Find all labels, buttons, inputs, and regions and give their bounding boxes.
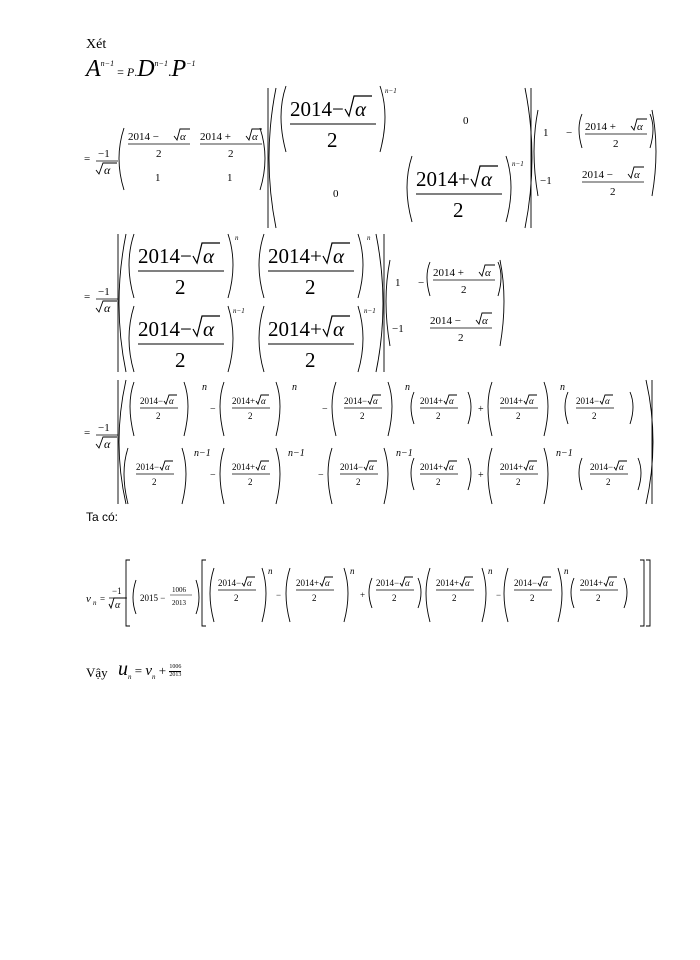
svg-text:−: − bbox=[566, 127, 572, 139]
math-v: v bbox=[86, 593, 91, 605]
math-n: n bbox=[93, 599, 97, 607]
svg-text:+: + bbox=[478, 404, 484, 415]
math-nm1: n−1 bbox=[512, 160, 524, 168]
math-nm1: n−1 bbox=[385, 87, 397, 95]
intro-word: Xét bbox=[86, 37, 107, 52]
math-n: n bbox=[350, 566, 355, 576]
math-n: n bbox=[560, 382, 565, 393]
consider-word: Ta có: bbox=[86, 510, 119, 524]
conclusion-word: Vậy bbox=[86, 665, 108, 680]
sym-u: u bbox=[118, 658, 128, 680]
math-m1: −1 bbox=[112, 586, 122, 596]
math-nm1: n−1 bbox=[364, 307, 376, 315]
equation-1: 1 1 n−1 0 0 n−1 1 − −1 bbox=[83, 85, 657, 229]
frac-den: 2013 bbox=[169, 671, 182, 678]
equation-2: n n n−1 n−1 1 − −1 bbox=[83, 233, 505, 373]
math-n: n bbox=[268, 566, 273, 576]
equation-3: n − n − n + n n−1 − bbox=[83, 379, 654, 505]
math-m1: −1 bbox=[540, 175, 552, 187]
math-n: n bbox=[405, 382, 410, 393]
conclusion-formula: un = vn + 1006 2013 bbox=[118, 658, 182, 682]
math-year2: 2015 bbox=[140, 593, 159, 603]
math-nm1: n−1 bbox=[556, 448, 573, 459]
math-one: 1 bbox=[395, 277, 401, 289]
math-n: n bbox=[488, 566, 493, 576]
sub-n: n bbox=[128, 673, 132, 682]
sym-P: P bbox=[171, 56, 187, 82]
math-n: n bbox=[367, 234, 371, 242]
math-n: n bbox=[292, 382, 297, 393]
sym-D: D bbox=[137, 56, 155, 82]
frac-num: 1006 bbox=[169, 663, 182, 672]
svg-text:−: − bbox=[418, 277, 424, 289]
math-n: n bbox=[564, 566, 569, 576]
entry-1: 1 bbox=[155, 172, 161, 184]
svg-text:=: = bbox=[100, 594, 105, 604]
entry-0: 0 bbox=[333, 188, 339, 200]
math-nm1: n−1 bbox=[396, 448, 413, 459]
svg-text:−: − bbox=[210, 470, 216, 481]
sym-v: v bbox=[145, 663, 153, 679]
sym-P: P bbox=[126, 65, 135, 79]
equation-vn: v n = −1 α 2015 − 1006 2013 n − n bbox=[86, 559, 651, 627]
sym-A: A bbox=[86, 56, 101, 82]
exp: n−1 bbox=[154, 58, 168, 68]
math-n: n bbox=[235, 234, 239, 242]
svg-text:−: − bbox=[496, 590, 501, 600]
math-alpha: α bbox=[115, 600, 121, 611]
math-nm1: n−1 bbox=[233, 307, 245, 315]
svg-text:−: − bbox=[276, 590, 281, 600]
svg-text:+: + bbox=[360, 590, 365, 600]
math-n: n bbox=[202, 382, 207, 393]
svg-text:+: + bbox=[478, 470, 484, 481]
math-nm1: n−1 bbox=[194, 448, 211, 459]
math-nm1: n−1 bbox=[288, 448, 305, 459]
math-m1: −1 bbox=[392, 323, 404, 335]
svg-text:2015 −: 2015 − bbox=[140, 593, 165, 603]
svg-text:−: − bbox=[318, 470, 324, 481]
exp: n−1 bbox=[100, 58, 115, 68]
math-fn: 1006 bbox=[172, 586, 187, 594]
svg-text:−: − bbox=[322, 404, 328, 415]
svg-text:−: − bbox=[210, 404, 216, 415]
power-identity: An−1 = P.Dn−1.P−1 bbox=[86, 56, 196, 82]
math-fd: 2013 bbox=[172, 599, 187, 607]
sub-n: n bbox=[152, 673, 156, 682]
entry-0: 0 bbox=[463, 115, 469, 127]
math-one: 1 bbox=[543, 127, 549, 139]
entry-1: 1 bbox=[227, 172, 233, 184]
exp: −1 bbox=[186, 58, 196, 68]
